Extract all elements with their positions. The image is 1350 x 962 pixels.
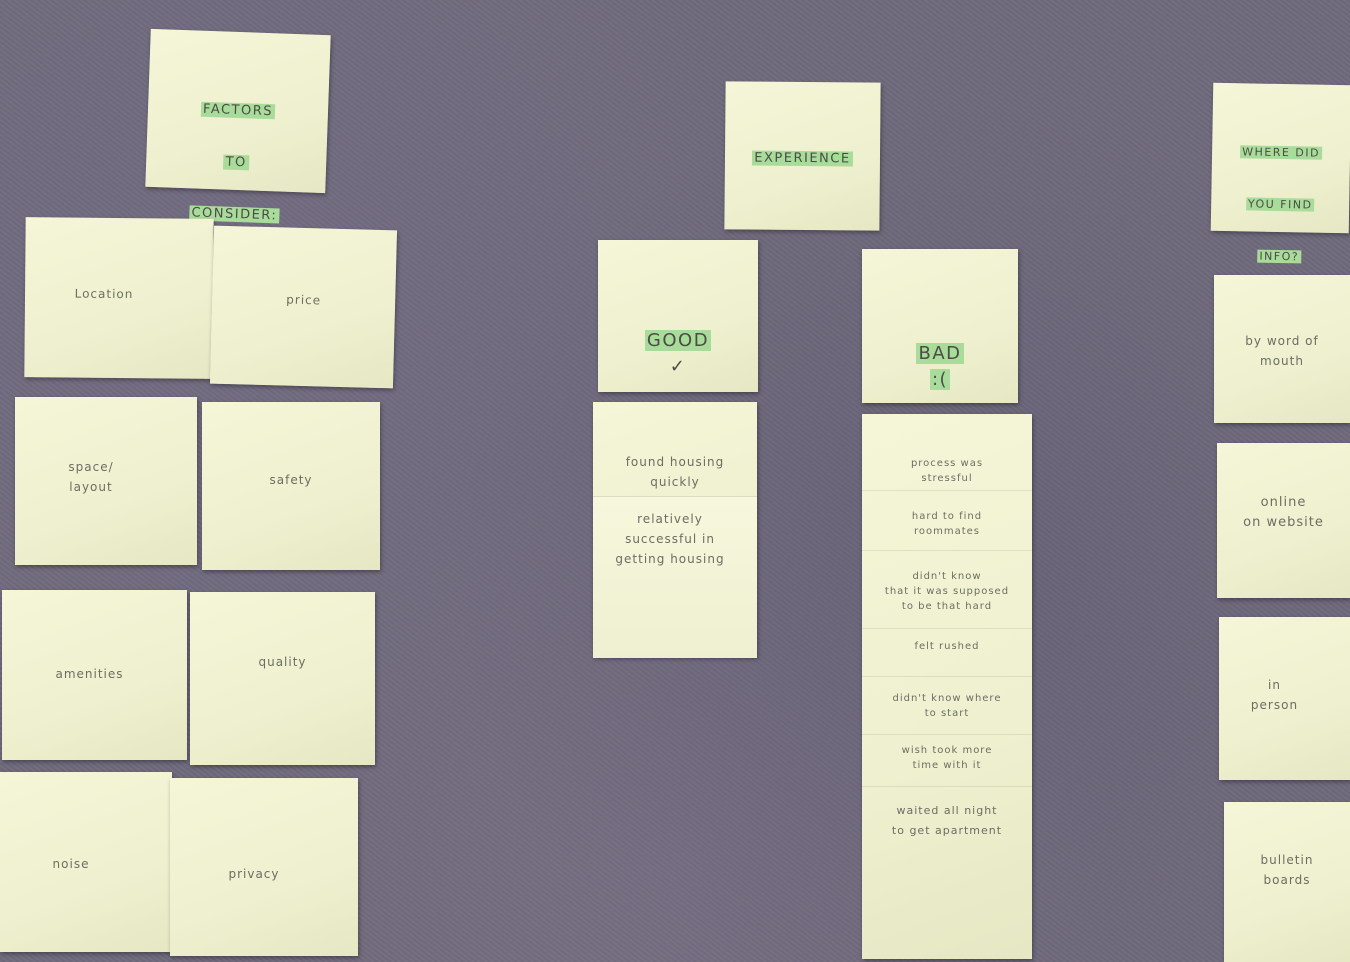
factor-note-price: price xyxy=(209,225,398,389)
bad-header-note: BAD :( xyxy=(862,249,1018,403)
bad-item: process was stressful xyxy=(910,458,984,484)
bad-header-label: BAD xyxy=(916,343,964,364)
factor-note-amenities: amenities xyxy=(2,590,187,760)
bad-item: hard to find roommates xyxy=(911,511,983,537)
factor-label: noise xyxy=(52,857,90,871)
experience-header-label: EXPERIENCE xyxy=(752,150,853,167)
factor-label: safety xyxy=(269,473,313,487)
good-header-note: GOOD ✓ xyxy=(598,240,758,392)
bad-item: felt rushed xyxy=(914,641,980,652)
factor-note-noise: noise xyxy=(0,772,172,952)
info-label: in person xyxy=(1250,678,1299,712)
factor-label: price xyxy=(286,292,322,308)
factor-note-location: Location xyxy=(24,217,214,379)
factor-label: Location xyxy=(74,286,134,302)
info-note-bulletin-boards: bulletin boards xyxy=(1224,802,1350,962)
good-header-label: GOOD xyxy=(644,330,712,351)
info-header-line1: WHERE DID xyxy=(1240,145,1323,160)
experience-header-note: EXPERIENCE xyxy=(724,81,881,231)
bad-stack: process was stressful hard to find roomm… xyxy=(862,414,1032,959)
factor-note-quality: quality xyxy=(190,592,375,765)
info-label: bulletin boards xyxy=(1260,853,1314,887)
info-header-note: WHERE DID YOU FIND INFO? xyxy=(1210,82,1350,264)
good-stack: found housing quickly relatively success… xyxy=(593,402,757,658)
info-label: by word of mouth xyxy=(1245,334,1319,368)
info-note-online: online on website xyxy=(1217,443,1350,598)
info-note-word-of-mouth: by word of mouth xyxy=(1214,275,1350,423)
info-note-in-person: in person xyxy=(1219,617,1350,780)
factor-label: amenities xyxy=(55,667,124,681)
factors-header-note: FACTORS TO CONSIDER: xyxy=(145,28,331,224)
bad-item: wish took more time with it xyxy=(901,745,993,771)
factor-label: quality xyxy=(258,655,307,669)
factors-header-line1: FACTORS xyxy=(200,101,276,120)
info-header-line3: INFO? xyxy=(1257,249,1302,264)
checkmark-icon: ✓ xyxy=(669,356,687,377)
info-header-line2: YOU FIND xyxy=(1245,197,1315,212)
factor-label: privacy xyxy=(228,867,280,881)
info-label: online on website xyxy=(1243,495,1324,530)
good-item: relatively successful in getting housing xyxy=(615,512,725,566)
bad-item: didn't know that it was supposed to be t… xyxy=(884,571,1010,612)
bad-item: didn't know where to start xyxy=(892,693,1002,719)
factor-label: space/ layout xyxy=(68,460,114,494)
bad-item: waited all night to get apartment xyxy=(891,804,1003,837)
factor-note-privacy: privacy xyxy=(170,778,358,956)
factor-note-safety: safety xyxy=(202,402,380,570)
good-item: found housing quickly xyxy=(625,455,725,489)
factor-note-space-layout: space/ layout xyxy=(15,397,197,565)
sad-face-icon: :( xyxy=(929,369,951,390)
factors-header-line2: TO xyxy=(223,154,250,171)
